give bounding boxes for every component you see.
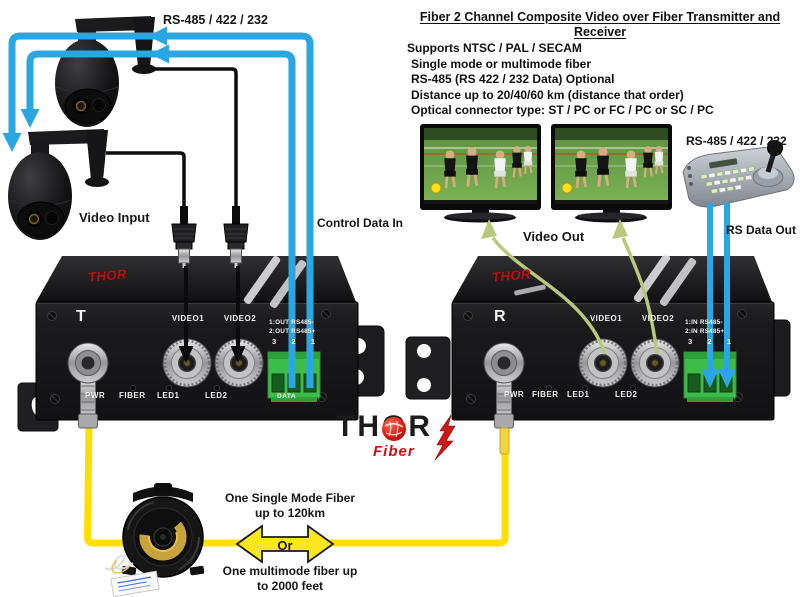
fiber-logo-text: Fiber <box>373 443 415 460</box>
controller-bus-label: RS-485 / 422 / 232 <box>686 134 787 148</box>
rs-data-out-label: RS Data Out <box>726 223 797 237</box>
terminal-line2: 2:IN RS485+ <box>685 327 725 335</box>
receiver-video1-label: VIDEO1 <box>589 314 623 323</box>
video-input-arrows <box>178 266 246 363</box>
ptz-joystick-controller <box>682 140 795 208</box>
receiver-terminal-labels: 1:IN RS485- 2:IN RS485+ 3 2 1 <box>685 319 735 346</box>
receiver-led1-label: LED1 <box>567 390 590 399</box>
multimode-note: One multimode fiber up to 2000 feet <box>222 564 358 593</box>
title-line2: Receiver <box>573 25 627 39</box>
terminal-line1: 1:IN RS485- <box>685 319 723 326</box>
receiver-led2-label: LED2 <box>615 390 638 399</box>
transmitter-terminal-labels: 1:OUT RS485- 2:OUT RS485+ 3 2 1 <box>269 319 319 346</box>
camera-bus-label: RS-485 / 422 / 232 <box>163 13 268 27</box>
transmitter-video2-label: VIDEO2 <box>223 314 257 323</box>
feature-list: Supports NTSC / PAL / SECAM Single mode … <box>407 41 714 119</box>
feature-item: Supports NTSC / PAL / SECAM <box>407 41 582 55</box>
transmitter-pwr-label: PWR <box>85 391 106 400</box>
transmitter-port-letter: T <box>76 308 87 325</box>
thor-logo-globe-icon <box>382 417 406 441</box>
transmitter-fiber-label: FIBER <box>119 391 146 400</box>
video-input-label: Video Input <box>79 210 150 225</box>
transmitter-device <box>17 255 385 432</box>
feature-item: Distance up to 20/40/60 km (distance tha… <box>411 87 684 102</box>
transmitter-led2-label: LED2 <box>205 391 228 400</box>
transmitter-video1-label: VIDEO1 <box>171 314 205 323</box>
or-label: Or <box>277 538 293 553</box>
feature-item: RS-485 (RS 422 / 232 Data) Optional <box>411 72 615 86</box>
thor-fiber-logo: THOR Fiber <box>336 412 476 474</box>
device-top-print <box>514 284 546 296</box>
rs485-lines-camera-side <box>2 26 314 388</box>
spool-label <box>110 570 160 597</box>
transmitter-data-label: DATA <box>277 393 297 400</box>
receiver-pwr-label: PWR <box>504 390 525 399</box>
transmitter-led1-label: LED1 <box>157 391 180 400</box>
terminal-line2: 2:OUT RS485+ <box>269 327 316 335</box>
terminal-pins: 3 2 1 <box>688 337 731 346</box>
receiver-video2-label: VIDEO2 <box>641 314 675 323</box>
feature-item: Single mode or multimode fiber <box>411 56 592 71</box>
video-out-label: Video Out <box>523 229 585 244</box>
terminal-pins: 3 2 1 <box>272 337 315 346</box>
device-top-print <box>659 257 697 307</box>
monitor-1 <box>420 124 541 223</box>
fiber-plug-boot <box>499 427 510 455</box>
or-double-arrow <box>235 524 335 564</box>
single-mode-note: One Single Mode Fiber up to 120km <box>224 491 355 520</box>
feature-item: Optical connector type: ST / PC or FC / … <box>411 103 714 117</box>
terminal-line1: 1:OUT RS485- <box>269 319 315 326</box>
video-input-cables <box>106 67 238 206</box>
video-out-cables <box>481 219 659 355</box>
monitor-2 <box>551 124 672 223</box>
rs485-lines-controller-side <box>701 203 736 388</box>
receiver-fiber-label: FIBER <box>532 390 559 399</box>
control-data-in-label: Control Data In <box>317 216 403 230</box>
receiver-port-letter: R <box>494 308 507 325</box>
joystick-stick <box>752 140 784 187</box>
title-line1: Fiber 2 Channel Composite Video over Fib… <box>419 10 781 24</box>
page-title: Fiber 2 Channel Composite Video over Fib… <box>401 10 799 40</box>
thor-logo-lightning-icon <box>434 414 456 461</box>
fiber-spool <box>104 483 205 597</box>
device-top-print <box>269 259 307 309</box>
device-top-print <box>243 255 281 305</box>
